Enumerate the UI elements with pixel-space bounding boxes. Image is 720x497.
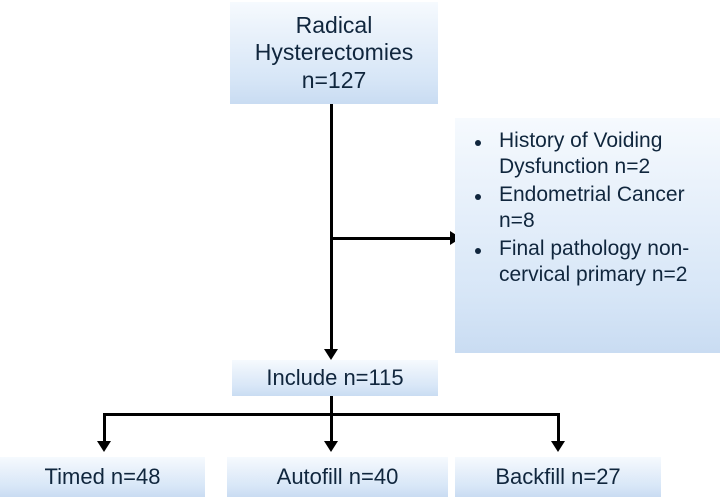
node-backfill: Backfill n=27 — [455, 457, 661, 497]
node-top-line1: Radical — [295, 12, 373, 39]
exclusion-item-text: History of Voiding Dysfunction n=2 — [499, 129, 663, 179]
node-top-line3: n=127 — [301, 66, 367, 93]
node-radical-hysterectomies: Radical Hysterectomies n=127 — [230, 2, 438, 104]
node-include-label: Include n=115 — [266, 365, 404, 391]
exclusion-item-text: Final pathology non-cervical primary n=2 — [499, 236, 690, 287]
exclusion-item-text: Endometrial Cancer n=8 — [499, 182, 685, 233]
arrowhead-down-icon — [324, 441, 338, 452]
connector-leg-timed — [103, 413, 106, 444]
connector-branch-exclusions — [330, 237, 452, 240]
node-top-line2: Hysterectomies — [254, 39, 414, 66]
node-exclusions: History of Voiding Dysfunction n=2 Endom… — [455, 118, 720, 353]
list-item: Final pathology non-cervical primary n=2 — [463, 236, 714, 289]
bullet-dot-icon — [475, 139, 481, 146]
arrowhead-down-icon — [324, 349, 338, 360]
list-item: Endometrial Cancer n=8 — [463, 182, 714, 235]
node-autofill: Autofill n=40 — [227, 457, 448, 497]
connector-leg-backfill — [557, 413, 560, 444]
bullet-dot-icon — [475, 247, 481, 254]
bullet-dot-icon — [475, 193, 481, 200]
node-timed-label: Timed n=48 — [44, 464, 161, 490]
exclusion-list: History of Voiding Dysfunction n=2 Endom… — [463, 128, 714, 289]
arrowhead-down-icon — [551, 441, 565, 452]
list-item: History of Voiding Dysfunction n=2 — [463, 128, 714, 181]
connector-trunk-main — [330, 104, 333, 354]
node-timed: Timed n=48 — [0, 457, 205, 497]
connector-trunk-lower — [330, 396, 333, 414]
connector-leg-autofill — [330, 413, 333, 444]
node-autofill-label: Autofill n=40 — [276, 464, 399, 490]
node-backfill-label: Backfill n=27 — [495, 464, 621, 490]
arrowhead-down-icon — [97, 441, 111, 452]
node-include: Include n=115 — [232, 360, 438, 396]
